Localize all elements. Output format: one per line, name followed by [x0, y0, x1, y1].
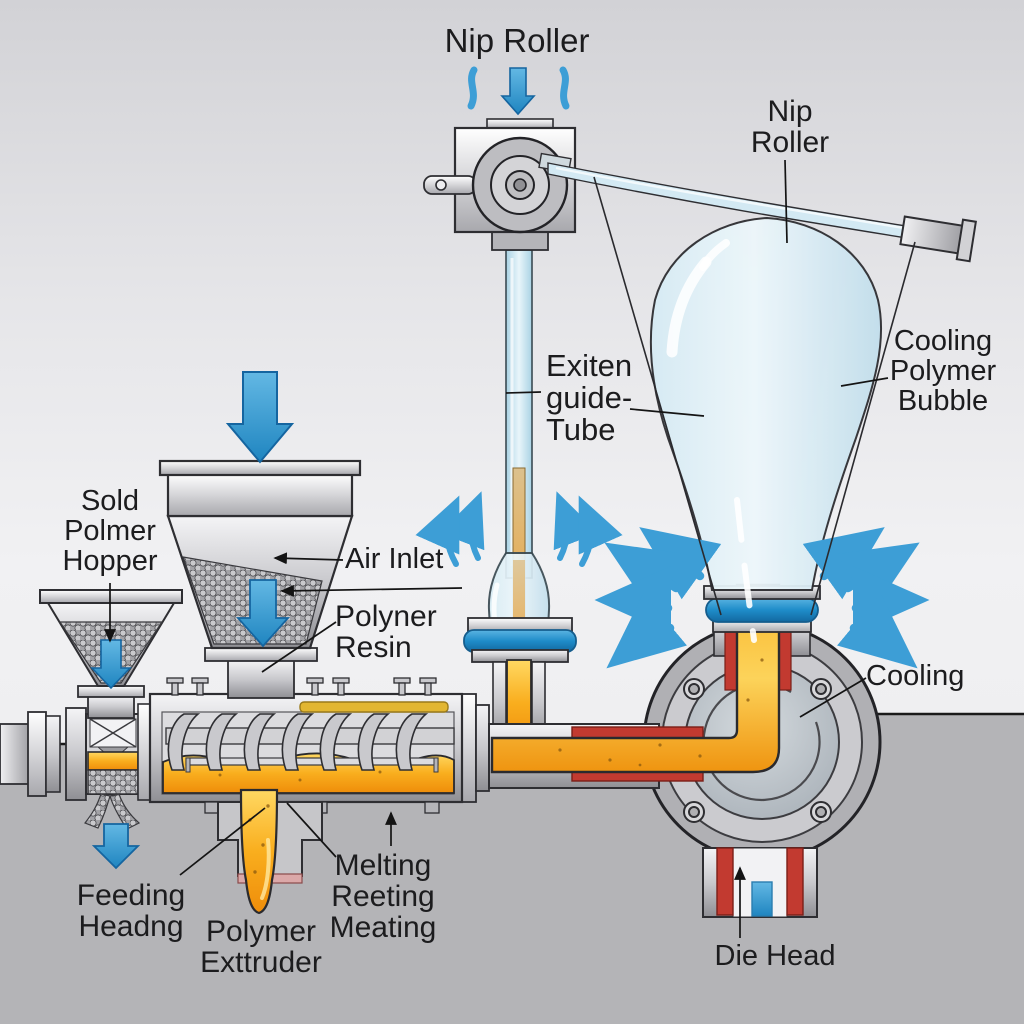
- label-nip-roller-right: Nip Roller: [750, 95, 830, 160]
- airflow-arrow: [837, 593, 918, 669]
- leader-air-inlet: [273, 552, 344, 565]
- small-hopper: [39, 589, 183, 719]
- feed-arrow: [235, 579, 291, 648]
- feed-arrow: [91, 823, 141, 870]
- collapse-frame-lines: [593, 176, 916, 616]
- airflow-arrow: [467, 66, 478, 110]
- label-feeding-heading: Feeding Headng: [76, 879, 186, 944]
- leader-guide-tube-right: [629, 408, 705, 417]
- leader-resin: [280, 584, 463, 597]
- airflow-arrow: [559, 66, 570, 110]
- nip-airflow-arrows: [467, 66, 570, 116]
- large-hopper: [158, 459, 362, 699]
- label-cooling: Cooling: [866, 660, 965, 692]
- label-die-head: Die Head: [714, 940, 836, 972]
- feed-head: [84, 713, 141, 830]
- feed-arrow: [90, 639, 132, 690]
- leader-resin-neck: [261, 621, 337, 673]
- polymer-downspout: [217, 788, 323, 915]
- airflow-arrow: [439, 491, 485, 561]
- air-supply-indicator: [751, 881, 773, 917]
- label-nip-roller-top: Nip Roller: [444, 22, 590, 59]
- label-polymer-extruder: Polymer Exttruder: [200, 915, 322, 980]
- label-melting-heating: Melting Reeting Meating: [329, 849, 437, 945]
- feed-arrow: [500, 67, 536, 116]
- feed-arrow: [225, 371, 295, 464]
- extruder: [0, 677, 464, 915]
- extruder-screw: [165, 713, 455, 771]
- barrel-bolts: [166, 677, 437, 696]
- leader-melting: [286, 802, 337, 858]
- takeup-roller: [899, 215, 977, 263]
- airflow-arrow: [553, 491, 599, 561]
- leader-nip-roller: [784, 159, 788, 244]
- leader-bubble: [840, 377, 889, 387]
- leader-feeding: [179, 807, 266, 876]
- label-polymer-hopper: Sold Polmer Hopper: [62, 485, 158, 578]
- air-ring: [703, 585, 821, 633]
- label-guide-tube: Exiten guide- Tube: [546, 348, 633, 448]
- leader-guide-tube-left: [505, 391, 542, 394]
- leader-cooling: [799, 677, 867, 718]
- label-cooling-polymer-bubble: Cooling Polymer Bubble: [889, 325, 997, 418]
- heater-strip: [299, 701, 449, 713]
- leader-lines: [104, 159, 889, 938]
- label-air-inlet: Air Inlet: [345, 543, 444, 575]
- die-head-air-inlet: [702, 847, 818, 918]
- cooling-airflow-arrows: [594, 527, 930, 669]
- airflow-arrow: [606, 593, 687, 669]
- label-polymer-resin: Polyner Resin: [335, 600, 437, 665]
- airflow-arrow: [578, 495, 623, 567]
- airflow-arrow: [415, 495, 460, 567]
- guide-tube-airflow-arrows: [415, 491, 623, 567]
- die-bolts: [683, 678, 832, 823]
- nip-roller-assembly: [423, 118, 577, 251]
- guide-tube: [463, 249, 577, 747]
- extruder-barrel: [148, 677, 464, 814]
